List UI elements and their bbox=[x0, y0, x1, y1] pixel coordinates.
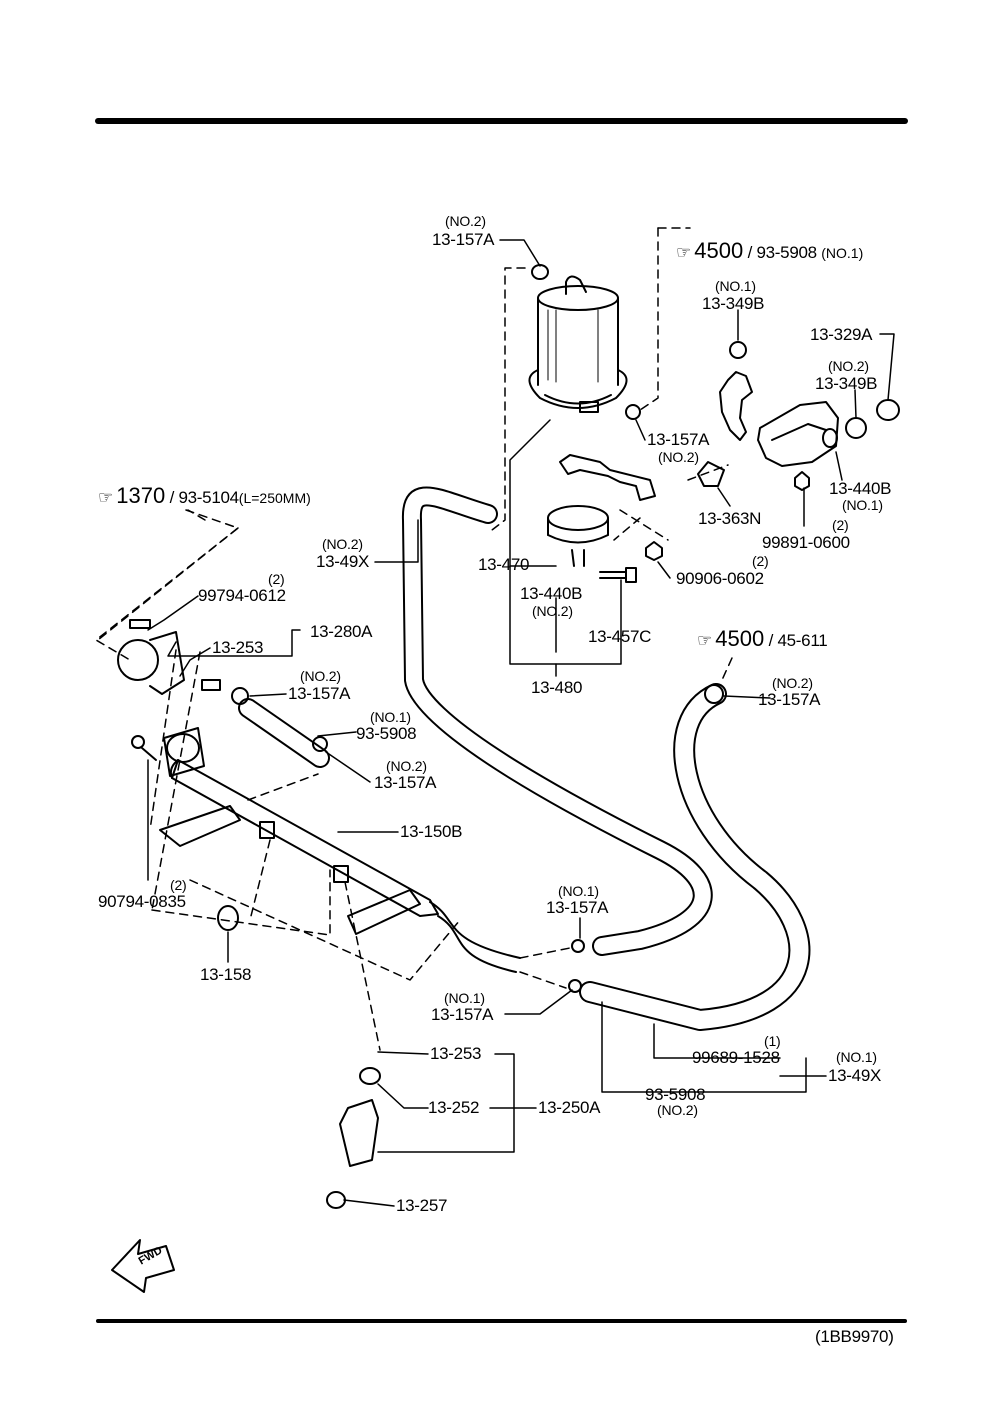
label-qty: (2) bbox=[170, 877, 187, 893]
label-qual: (NO.2) bbox=[322, 536, 363, 552]
label-qual: (NO.2) bbox=[658, 449, 699, 465]
label-qty: (2) bbox=[832, 517, 849, 533]
label-part: 13-329A bbox=[810, 325, 873, 344]
label-part: 13-349B bbox=[702, 294, 765, 313]
fuel-injector bbox=[326, 1067, 381, 1209]
label-part: 13-157A bbox=[431, 1005, 494, 1024]
pointing-hand-icon: ☞ bbox=[697, 631, 713, 650]
label-part: 13-150B bbox=[400, 822, 463, 841]
grommet-158 bbox=[217, 905, 239, 931]
ref-section: 4500 bbox=[694, 238, 744, 263]
phantom-lines bbox=[95, 227, 733, 1051]
label-part: 13-157A bbox=[288, 684, 351, 703]
label-qual: (NO.1) bbox=[444, 990, 485, 1006]
label-part: 99891-0600 bbox=[762, 533, 850, 552]
label-part: 13-250A bbox=[538, 1098, 601, 1117]
label-part: 13-158 bbox=[200, 965, 252, 984]
label-part: 13-457C bbox=[588, 627, 652, 646]
bolt-90794 bbox=[131, 735, 157, 761]
fwd-arrow-icon bbox=[111, 1239, 175, 1293]
pointing-hand-icon: ☞ bbox=[676, 243, 692, 262]
label-part: 13-257 bbox=[396, 1196, 448, 1215]
bolt-457c bbox=[599, 567, 637, 583]
label-part: 99689-1528 bbox=[692, 1048, 780, 1067]
label-qty: (2) bbox=[752, 553, 769, 569]
label-qual: (NO.1) bbox=[370, 709, 411, 725]
label-qual: (NO.2) bbox=[300, 668, 341, 684]
leader-lines bbox=[147, 239, 895, 1207]
pulsation-damper bbox=[117, 619, 221, 695]
label-part: 13-49X bbox=[316, 552, 370, 571]
label-part: 93-5908 bbox=[356, 724, 417, 743]
nut-90906 bbox=[645, 541, 663, 561]
fuel-rail bbox=[159, 727, 521, 973]
label-part: 99794-0612 bbox=[198, 586, 286, 605]
label-part: 13-157A bbox=[432, 230, 495, 249]
label-part: 13-480 bbox=[531, 678, 583, 697]
label-part: 90906-0602 bbox=[676, 569, 764, 588]
label-qty: (1) bbox=[764, 1033, 781, 1049]
label-part: 13-440B bbox=[520, 584, 583, 603]
label-qual: (NO.2) bbox=[772, 675, 813, 691]
label-qual: (NO.1) bbox=[558, 883, 599, 899]
label-part: 13-157A bbox=[546, 898, 609, 917]
filter-bracket bbox=[547, 454, 656, 567]
clamp-icons bbox=[231, 404, 724, 993]
ref-qual: (L=250MM) bbox=[238, 490, 311, 506]
label-part: 90794-0835 bbox=[98, 892, 186, 911]
label-qual: (NO.1) bbox=[836, 1049, 877, 1065]
label-qual: (NO.2) bbox=[657, 1102, 698, 1118]
label-part: 13-280A bbox=[310, 622, 373, 641]
label-qual: (NO.1) bbox=[715, 278, 756, 294]
label-part: 13-470 bbox=[478, 555, 530, 574]
label-part: 13-252 bbox=[428, 1098, 480, 1117]
label-part: 13-157A bbox=[647, 430, 710, 449]
ref-part: / 45-611 bbox=[768, 631, 828, 650]
label-part: 13-157A bbox=[758, 690, 821, 709]
ref-mid-right: ☞4500 / 45-611 bbox=[697, 626, 828, 652]
label-qual: (NO.2) bbox=[445, 213, 486, 229]
ref-left: ☞1370 / 93-5104(L=250MM) bbox=[98, 483, 311, 509]
ref-qual: (NO.1) bbox=[821, 245, 864, 261]
diagram-id: (1BB9970) bbox=[815, 1327, 894, 1346]
ref-section: 4500 bbox=[715, 626, 765, 651]
ref-top-right: ☞4500 / 93-5908 (NO.1) bbox=[676, 238, 863, 264]
pointing-hand-icon: ☞ bbox=[98, 488, 114, 507]
ref-part: / 93-5908 bbox=[747, 243, 817, 262]
label-qty: (2) bbox=[268, 571, 285, 587]
ref-section: 1370 bbox=[116, 483, 166, 508]
label-part: 13-253 bbox=[212, 638, 264, 657]
label-qual: (NO.2) bbox=[532, 603, 573, 619]
label-part: 13-253 bbox=[430, 1044, 482, 1063]
label-qual: (NO.2) bbox=[386, 758, 427, 774]
label-part: 13-440B bbox=[829, 479, 892, 498]
label-part: 93-5908 bbox=[645, 1085, 706, 1104]
label-part: 13-363N bbox=[698, 509, 762, 528]
hose-13-49x-no1 bbox=[579, 683, 811, 1031]
ref-part: / 93-5104 bbox=[169, 488, 239, 507]
label-part: 13-349B bbox=[815, 374, 878, 393]
label-qual: (NO.1) bbox=[842, 497, 883, 513]
label-part: 13-157A bbox=[374, 773, 437, 792]
solenoid-valve bbox=[697, 341, 900, 491]
label-part: 13-49X bbox=[828, 1066, 882, 1085]
label-qual: (NO.2) bbox=[828, 358, 869, 374]
fuel-filter-canister bbox=[528, 264, 628, 413]
